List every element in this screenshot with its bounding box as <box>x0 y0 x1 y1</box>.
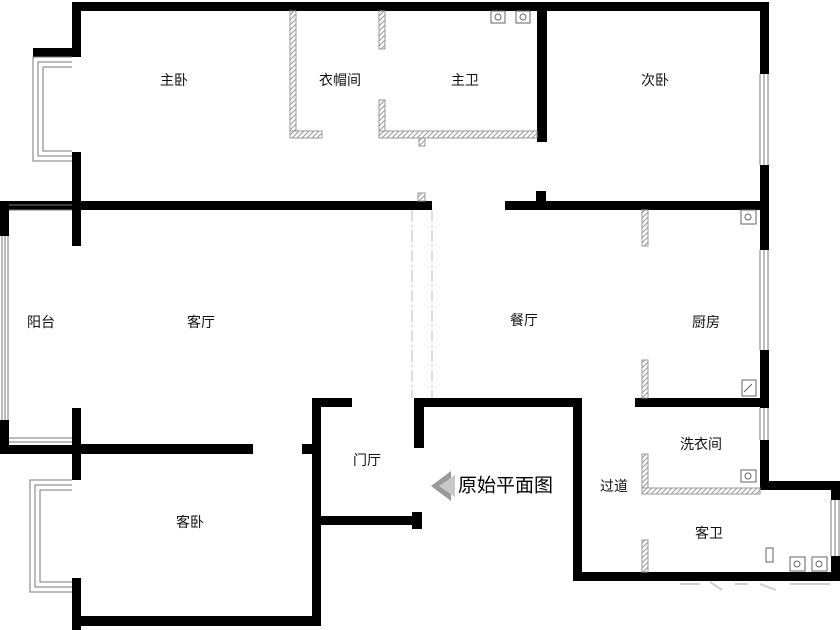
title-arrow-icon <box>431 471 455 501</box>
room-label-guest-bedroom: 客卧 <box>176 515 204 531</box>
room-label-cloakroom: 衣帽间 <box>319 73 361 89</box>
pipe-fixtures <box>490 10 828 572</box>
room-label-living-room: 客厅 <box>187 315 215 331</box>
room-label-balcony: 阳台 <box>27 315 55 331</box>
plan-title: 原始平面图 <box>458 474 554 497</box>
room-label-kitchen: 厨房 <box>692 315 720 331</box>
windows <box>1 56 840 593</box>
room-label-foyer: 门厅 <box>353 453 381 469</box>
room-label-dining-room: 餐厅 <box>510 313 538 329</box>
room-label-laundry: 洗衣间 <box>680 437 722 453</box>
room-label-guest-bath: 客卫 <box>695 526 723 542</box>
partition-walls <box>289 10 761 573</box>
room-label-second-bedroom: 次卧 <box>641 73 669 89</box>
room-label-master-bedroom: 主卧 <box>160 73 188 89</box>
watermark-fragment <box>680 581 830 591</box>
room-label-master-bath: 主卫 <box>451 73 479 89</box>
room-label-corridor: 过道 <box>600 479 628 495</box>
